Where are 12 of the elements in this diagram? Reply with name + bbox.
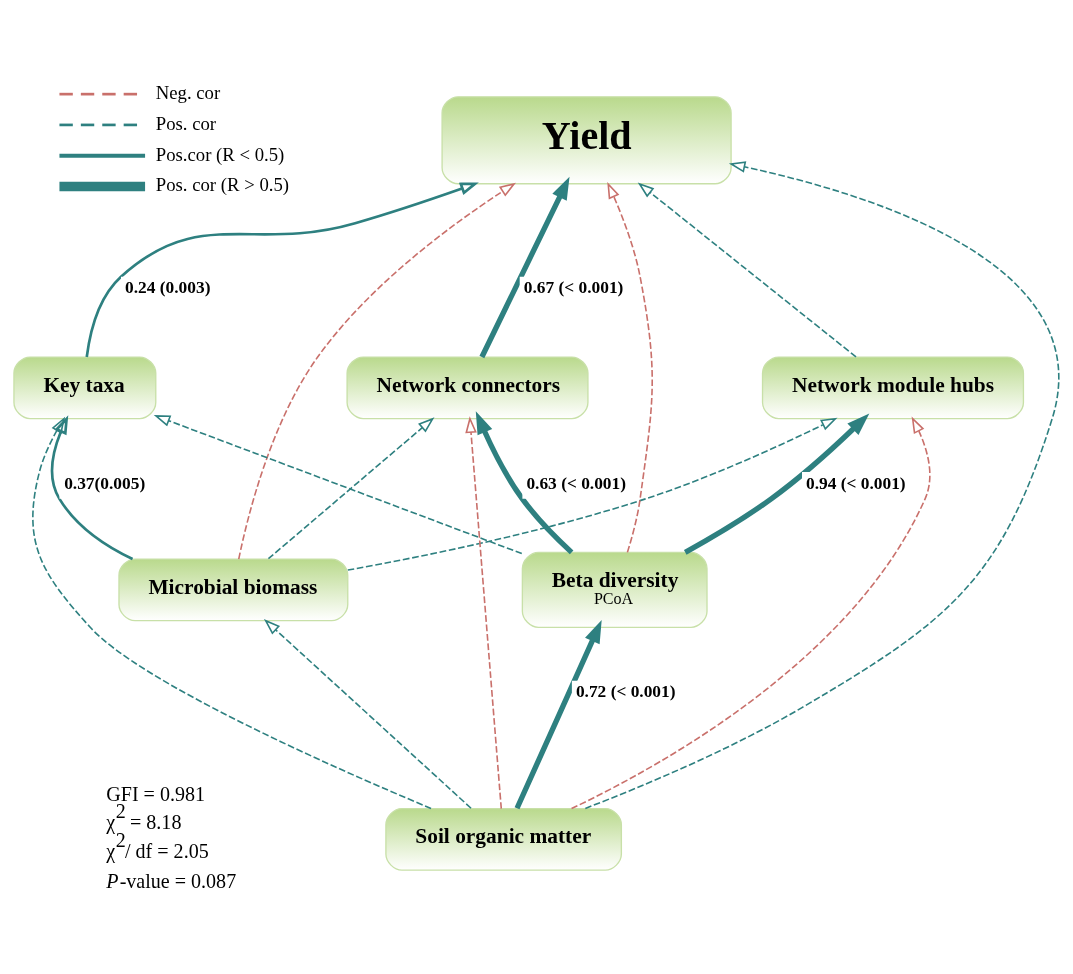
legend-label: Pos. cor (R > 0.5) [155, 173, 290, 195]
label: P-value = 0.087 [106, 869, 237, 892]
edge-label: 0.63 (< 0.001) [526, 473, 627, 493]
edge-label: 0.37(0.005) [64, 473, 146, 493]
edge-label: 0.72 (< 0.001) [575, 681, 676, 701]
legend-label: Pos.cor (R < 0.5) [155, 143, 285, 165]
edge-label: 0.24 (0.003) [125, 277, 211, 297]
edge-label: 0.94 (< 0.001) [806, 473, 906, 493]
label: GFI = 0.981 [106, 782, 206, 805]
edge-label: 0.67 (< 0.001) [523, 277, 624, 297]
legend-label: Pos. cor [155, 112, 217, 134]
legend-label: Neg. cor [155, 81, 221, 103]
